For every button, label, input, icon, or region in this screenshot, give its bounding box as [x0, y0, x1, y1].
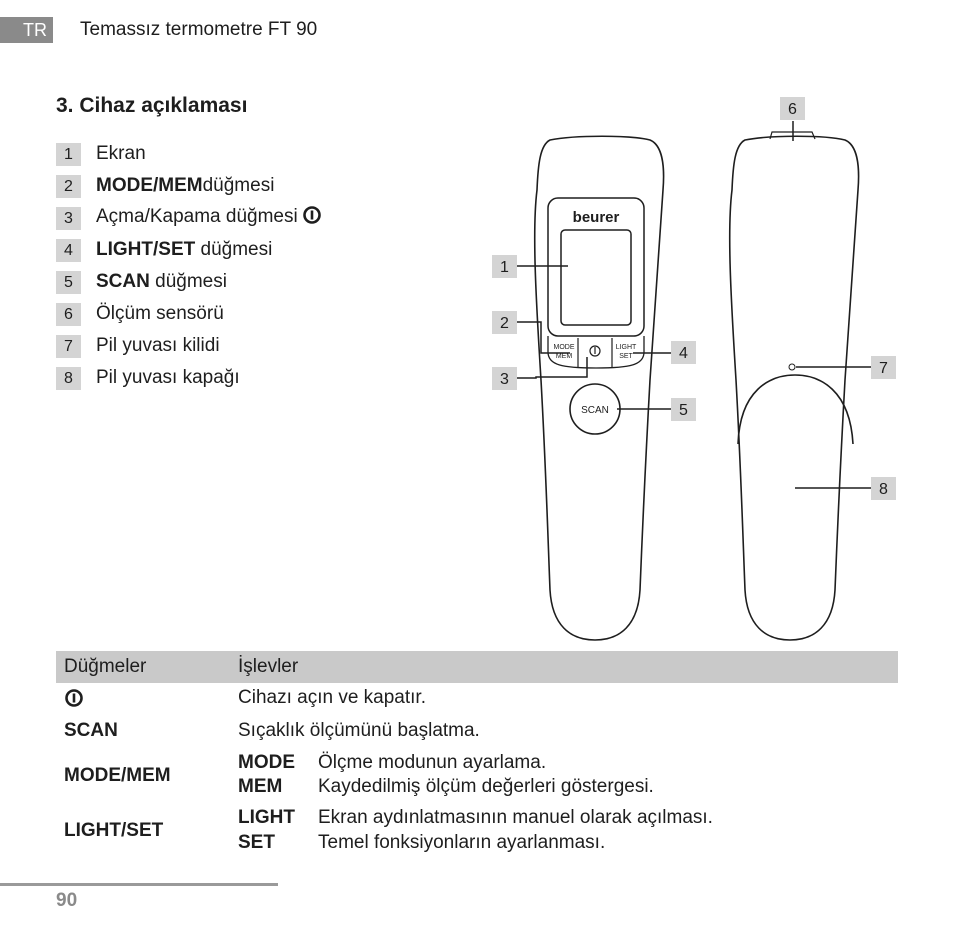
list-item: 3 Açma/Kapama düğmesi: [56, 202, 322, 234]
mem-subkey: MEM: [238, 776, 283, 797]
part-label-rest: Açma/Kapama düğmesi: [96, 205, 298, 227]
part-label: Ekran: [96, 143, 146, 164]
light-function: Ekran aydınlatmasının manuel olarak açıl…: [318, 807, 713, 828]
part-label-rest: düğmesi: [149, 271, 227, 292]
mode-subkey: MODE: [238, 752, 295, 773]
table-header: [56, 651, 898, 683]
part-number: 4: [56, 238, 81, 262]
scan-button-label: SCAN: [581, 405, 609, 416]
svg-text:3: 3: [500, 371, 509, 388]
part-label-bold: LIGHT/SET: [96, 239, 196, 260]
header-title: Temassız termometre FT 90: [80, 19, 318, 40]
display-frame: [547, 197, 645, 337]
power-button-icon: [589, 345, 601, 357]
light-button-label: LIGHT: [616, 344, 637, 351]
list-item: 5 SCAN düğmesi: [56, 266, 322, 298]
part-label: MODE/MEMdüğmesi: [96, 174, 274, 198]
svg-text:5: 5: [679, 402, 688, 419]
part-label-bold: MODE/MEM: [96, 175, 203, 196]
light-subkey: LIGHT: [238, 807, 295, 828]
battery-lock: [788, 363, 796, 371]
svg-text:1: 1: [500, 259, 509, 276]
callout-3: 3: [492, 367, 517, 390]
set-button-label: SET: [619, 353, 633, 360]
list-item: 7 Pil yuvası kilidi: [56, 330, 322, 362]
mode-function: Ölçme modunun ayarlama.: [318, 752, 547, 773]
brand-logo: beurer: [573, 209, 620, 226]
table-col-functions: İşlevler: [238, 656, 299, 677]
callout-5: 5: [671, 398, 696, 421]
device-diagram: beurer MODE MEM LIGHT SET SCAN 1 2 3 4 5…: [492, 97, 896, 641]
language-tab: TR: [0, 17, 53, 43]
device-back-outline: [728, 135, 860, 641]
footer-rule: [0, 883, 278, 886]
part-label-rest: düğmesi: [202, 175, 275, 196]
power-icon: [64, 688, 84, 713]
part-number: 3: [56, 206, 81, 230]
part-number: 6: [56, 302, 81, 326]
part-label: Pil yuvası kilidi: [96, 335, 220, 356]
part-label-rest: düğmesi: [195, 239, 273, 260]
svg-text:6: 6: [788, 101, 797, 118]
mode-button-label: MODE: [554, 344, 575, 351]
svg-text:8: 8: [879, 481, 888, 498]
power-icon: [302, 205, 322, 232]
svg-text:7: 7: [879, 360, 888, 377]
part-number: 2: [56, 174, 81, 198]
part-label: SCAN düğmesi: [96, 270, 227, 294]
list-item: 4 LIGHT/SET düğmesi: [56, 234, 322, 266]
list-item: 8 Pil yuvası kapağı: [56, 362, 322, 394]
part-label: LIGHT/SET düğmesi: [96, 238, 272, 262]
list-item: 1 Ekran: [56, 138, 322, 170]
battery-cover: [737, 374, 854, 445]
mode-mem-key: MODE/MEM: [64, 765, 171, 786]
set-subkey: SET: [238, 832, 275, 853]
callout-4: 4: [671, 341, 696, 364]
set-function: Temel fonksiyonların ayarlanması.: [318, 832, 606, 853]
part-number: 1: [56, 142, 81, 166]
section-title: 3. Cihaz açıklaması: [56, 94, 248, 117]
part-number: 7: [56, 334, 81, 358]
leader-lines: [517, 121, 871, 489]
svg-text:4: 4: [679, 345, 688, 362]
list-item: 6 Ölçüm sensörü: [56, 298, 322, 330]
sensor-window: [769, 131, 816, 140]
part-label: Pil yuvası kapağı: [96, 367, 240, 388]
part-label: Ölçüm sensörü: [96, 303, 224, 324]
table-col-buttons: Düğmeler: [64, 656, 147, 677]
mem-button-label: MEM: [556, 353, 573, 360]
part-number: 5: [56, 270, 81, 294]
callout-2: 2: [492, 311, 517, 334]
callout-8: 8: [871, 477, 896, 500]
callout-6: 6: [780, 97, 805, 120]
scan-key: SCAN: [64, 720, 118, 741]
callout-1: 1: [492, 255, 517, 278]
page-number: 90: [56, 890, 78, 911]
scan-function: Sıçaklık ölçümünü başlatma.: [238, 720, 480, 741]
part-label-bold: SCAN: [96, 271, 150, 292]
callout-7: 7: [871, 356, 896, 379]
parts-list: 1 Ekran 2 MODE/MEMdüğmesi 3 Açma/Kapama …: [56, 138, 322, 394]
mem-function: Kaydedilmiş ölçüm değerleri göstergesi.: [318, 776, 654, 797]
button-panel: [547, 336, 645, 369]
light-set-key: LIGHT/SET: [64, 820, 164, 841]
part-label: Açma/Kapama düğmesi: [96, 205, 322, 232]
svg-text:2: 2: [500, 315, 509, 332]
list-item: 2 MODE/MEMdüğmesi: [56, 170, 322, 202]
device-front-outline: [533, 135, 665, 641]
power-function: Cihazı açın ve kapatır.: [238, 687, 426, 708]
screen: [560, 229, 632, 326]
part-number: 8: [56, 366, 81, 390]
